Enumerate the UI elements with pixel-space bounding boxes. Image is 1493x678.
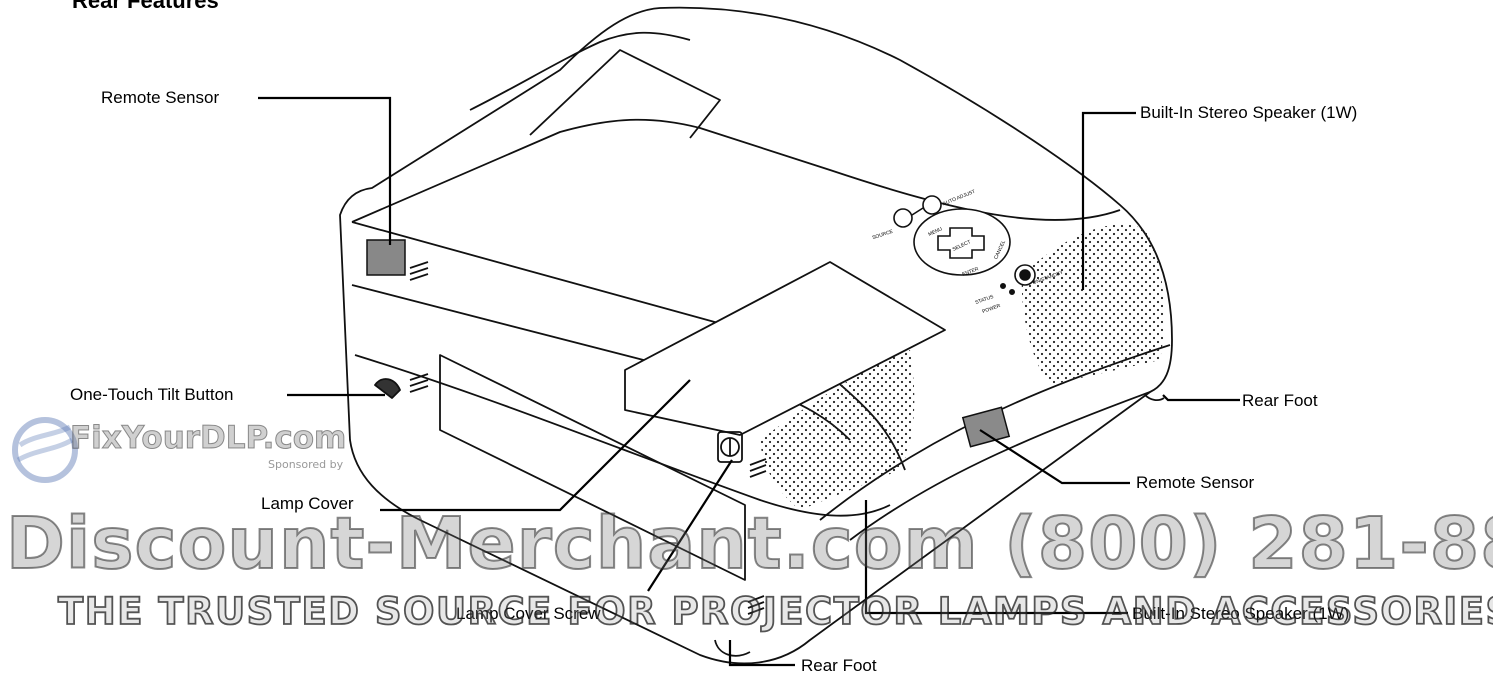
watermark-logo: FixYourDLP.com [69, 420, 347, 457]
watermark-tagline: THE TRUSTED SOURCE FOR PROJECTOR LAMPS A… [57, 589, 1493, 634]
control-panel [893, 195, 1036, 295]
callout-remote-sensor-bottom: Remote Sensor [1136, 473, 1255, 492]
callout-lamp-cover: Lamp Cover [261, 494, 354, 513]
remote-sensor-window-top [366, 239, 406, 276]
callout-tilt-button: One-Touch Tilt Button [70, 385, 234, 404]
speaker-grill-top [1021, 224, 1165, 385]
callout-lamp-cover-screw: Lamp Cover Screw [456, 604, 601, 623]
remote-sensor-window-rear [961, 406, 1011, 448]
page-heading: Rear Features [72, 0, 219, 13]
lamp-cover-panel [624, 261, 946, 436]
leader-lines [258, 96, 1240, 667]
callout-rear-foot-bottom: Rear Foot [801, 656, 877, 675]
watermark-domain: Discount-Merchant.com (800) 281-8860 [5, 501, 1493, 586]
callout-rear-foot-right: Rear Foot [1242, 391, 1318, 410]
callout-speaker-bottom: Built-In Stereo Speaker (1W) [1132, 604, 1350, 623]
watermark-sponsor: Sponsored by [268, 458, 344, 471]
speaker-grill-bottom [760, 350, 915, 510]
callout-remote-sensor-top: Remote Sensor [101, 88, 220, 107]
callout-speaker-top: Built-In Stereo Speaker (1W) [1140, 103, 1358, 122]
watermark-globe-icon [12, 417, 78, 483]
